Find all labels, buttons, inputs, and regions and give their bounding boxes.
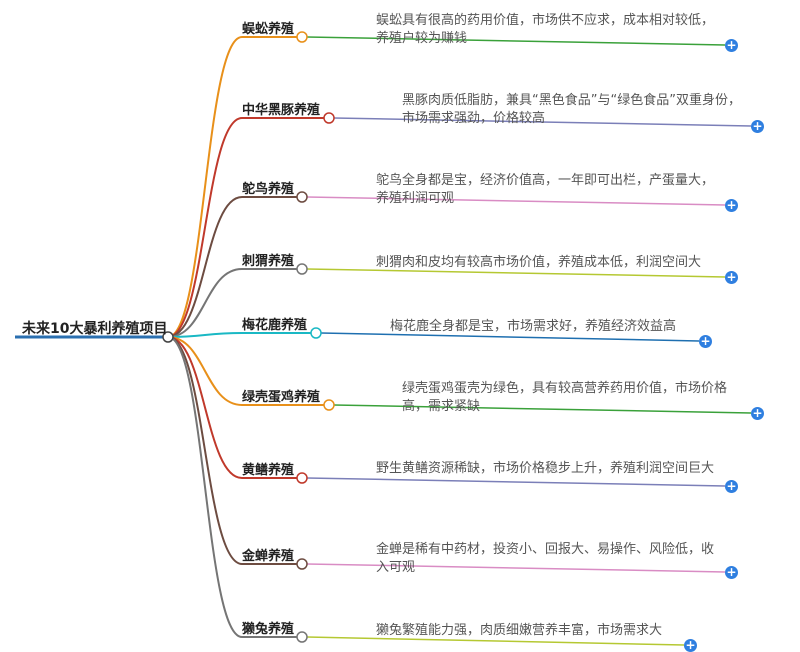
branch-node-circle[interactable] — [323, 112, 335, 124]
branch-label[interactable]: 梅花鹿养殖 — [242, 318, 308, 333]
branch-node-circle[interactable] — [310, 327, 322, 339]
detail-connector — [306, 477, 726, 487]
branch-description: 黑豚肉质低脂肪，兼具“黑色食品”与“绿色食品”双重身份，市场需求强劲，价格较高 — [402, 93, 741, 126]
plus-circle-icon[interactable]: + — [725, 38, 738, 52]
branch-description: 金蝉是稀有中药材，投资小、回报大、易操作、风险低，收入可观 — [376, 542, 715, 575]
branch-connector — [167, 336, 297, 638]
branch-connector — [167, 336, 324, 406]
detail-connector — [306, 196, 726, 206]
plus-circle-icon[interactable]: + — [751, 119, 764, 133]
branch-connector — [167, 36, 297, 338]
branch-connector — [167, 336, 297, 565]
branch-label[interactable]: 鸵鸟养殖 — [242, 182, 295, 197]
branch-description: 野生黄鳝资源稀缺，市场价格稳步上升，养殖利润空间巨大 — [376, 461, 715, 476]
branch-connector — [167, 332, 311, 338]
detail-connector — [306, 268, 726, 278]
branch-label[interactable]: 金蝉养殖 — [242, 549, 295, 564]
detail-connector — [320, 332, 700, 342]
detail-connector — [333, 404, 752, 414]
branch-description: 梅花鹿全身都是宝，市场需求好，养殖经济效益高 — [390, 319, 677, 334]
branch-connector — [167, 117, 324, 338]
plus-circle-icon[interactable]: + — [751, 406, 764, 420]
root-node-circle[interactable] — [162, 331, 174, 343]
branch-connector — [167, 196, 297, 338]
branch-label[interactable]: 黄鳝养殖 — [242, 463, 295, 478]
detail-connector — [306, 563, 726, 573]
plus-circle-icon[interactable]: + — [725, 198, 738, 212]
branch-node-circle[interactable] — [296, 263, 308, 275]
branch-description: 鸵鸟全身都是宝，经济价值高，一年即可出栏，产蛋量大，养殖利润可观 — [376, 173, 715, 206]
branch-node-circle[interactable] — [296, 472, 308, 484]
detail-connector — [306, 636, 685, 646]
branch-label[interactable]: 绿壳蛋鸡养殖 — [242, 390, 321, 405]
branch-description: 刺猬肉和皮均有较高市场价值，养殖成本低，利润空间大 — [376, 255, 702, 270]
branch-node-circle[interactable] — [296, 191, 308, 203]
branch-description: 獭兔繁殖能力强，肉质细嫩营养丰富，市场需求大 — [376, 623, 663, 638]
branch-label[interactable]: 刺猬养殖 — [242, 254, 295, 269]
branch-label[interactable]: 中华黑豚养殖 — [242, 103, 321, 118]
root-topic-label[interactable]: 未来10大暴利养殖项目 — [22, 321, 168, 337]
branch-description: 绿壳蛋鸡蛋壳为绿色，具有较高营养药用价值，市场价格高，需求紧缺 — [402, 381, 728, 414]
branch-label[interactable]: 蜈蚣养殖 — [242, 22, 295, 37]
plus-circle-icon[interactable]: + — [684, 638, 697, 652]
branch-label[interactable]: 獭兔养殖 — [242, 622, 295, 637]
detail-connector — [333, 117, 752, 127]
detail-connector — [306, 36, 726, 46]
branch-node-circle[interactable] — [296, 631, 308, 643]
plus-circle-icon[interactable]: + — [725, 479, 738, 493]
plus-circle-icon[interactable]: + — [725, 270, 738, 284]
plus-circle-icon[interactable]: + — [725, 565, 738, 579]
branch-node-circle[interactable] — [323, 399, 335, 411]
branch-node-circle[interactable] — [296, 31, 308, 43]
plus-circle-icon[interactable]: + — [699, 334, 712, 348]
branch-description: 蜈蚣具有很高的药用价值，市场供不应求，成本相对较低，养殖户较为赚钱 — [376, 13, 715, 46]
branch-connector — [167, 268, 297, 338]
branch-connector — [167, 336, 297, 479]
branch-node-circle[interactable] — [296, 558, 308, 570]
